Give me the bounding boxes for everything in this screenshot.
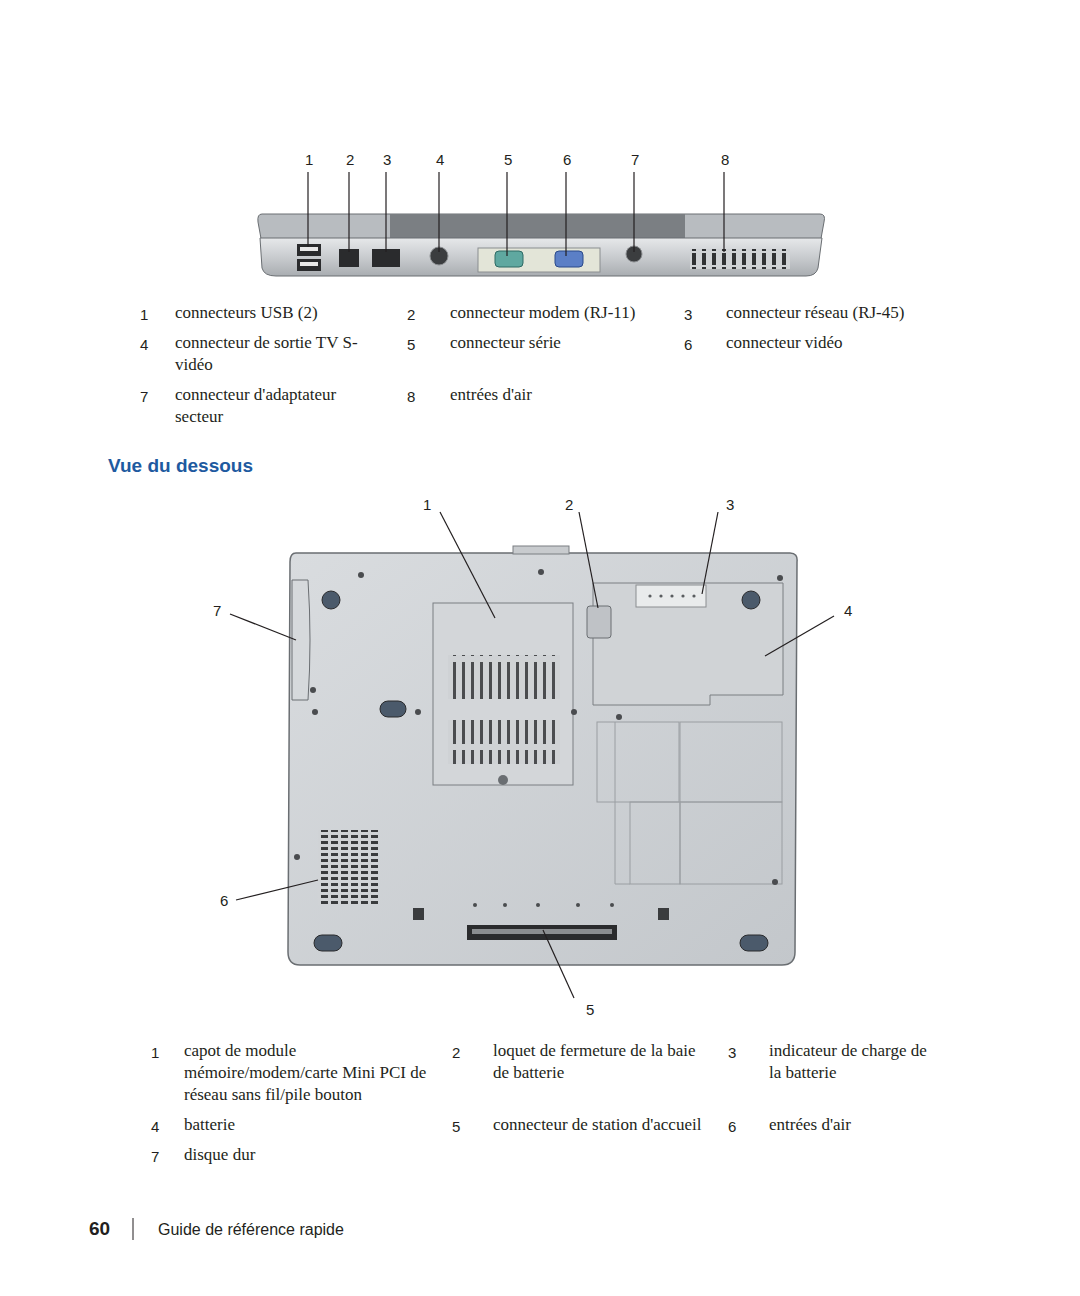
callout-number: 2: [563, 495, 575, 514]
legend-text: entrées d'air: [450, 384, 680, 406]
callout-number: 2: [344, 150, 356, 169]
legend-text: connecteur série: [450, 332, 680, 354]
legend-text: connecteur de station d'accueil: [493, 1114, 723, 1136]
callout-number: 6: [561, 150, 573, 169]
running-footer: Guide de référence rapide: [158, 1220, 344, 1240]
legend-text: connecteur d'adaptateur secteur: [175, 384, 375, 428]
leader-lines: [230, 512, 834, 998]
callout-number: 7: [629, 150, 641, 169]
callout-number: 5: [584, 1000, 596, 1019]
legend-text: connecteur modem (RJ-11): [450, 302, 680, 324]
legend-text: connecteurs USB (2): [175, 302, 375, 324]
leader-lines: [308, 172, 724, 256]
legend-text: entrées d'air: [769, 1114, 939, 1136]
legend-number: 3: [728, 1043, 736, 1062]
legend-number: 6: [684, 335, 692, 354]
legend-number: 7: [151, 1147, 159, 1166]
legend-number: 5: [452, 1117, 460, 1136]
legend-text: indicateur de charge de la batterie: [769, 1040, 939, 1084]
callout-number: 6: [218, 891, 230, 910]
legend-number: 8: [407, 387, 415, 406]
legend-text: connecteur vidéo: [726, 332, 941, 354]
callout-number: 3: [381, 150, 393, 169]
bottom-view: [288, 546, 797, 965]
legend-number: 3: [684, 305, 692, 324]
callout-number: 7: [211, 601, 223, 620]
legend-text: batterie: [184, 1114, 446, 1136]
legend-text: capot de module mémoire/modem/carte Mini…: [184, 1040, 446, 1105]
legend-text: disque dur: [184, 1144, 446, 1166]
callout-number: 4: [842, 601, 854, 620]
page-number: 60: [89, 1217, 110, 1241]
rear-view: [258, 214, 825, 276]
callout-number: 5: [502, 150, 514, 169]
legend-number: 4: [140, 335, 148, 354]
legend-number: 1: [151, 1043, 159, 1062]
section-heading: Vue du dessous: [108, 454, 253, 478]
legend-number: 4: [151, 1117, 159, 1136]
legend-number: 2: [407, 305, 415, 324]
callout-number: 4: [434, 150, 446, 169]
callout-number: 8: [719, 150, 731, 169]
callout-number: 1: [421, 495, 433, 514]
callout-number: 3: [724, 495, 736, 514]
legend-text: loquet de fermeture de la baie de batter…: [493, 1040, 708, 1084]
legend-text: connecteur réseau (RJ-45): [726, 302, 941, 324]
legend-text: connecteur de sortie TV S-vidéo: [175, 332, 375, 376]
callout-number: 1: [303, 150, 315, 169]
legend-number: 7: [140, 387, 148, 406]
legend-number: 2: [452, 1043, 460, 1062]
legend-number: 1: [140, 305, 148, 324]
legend-number: 6: [728, 1117, 736, 1136]
legend-number: 5: [407, 335, 415, 354]
footer-rule: [133, 1218, 134, 1240]
